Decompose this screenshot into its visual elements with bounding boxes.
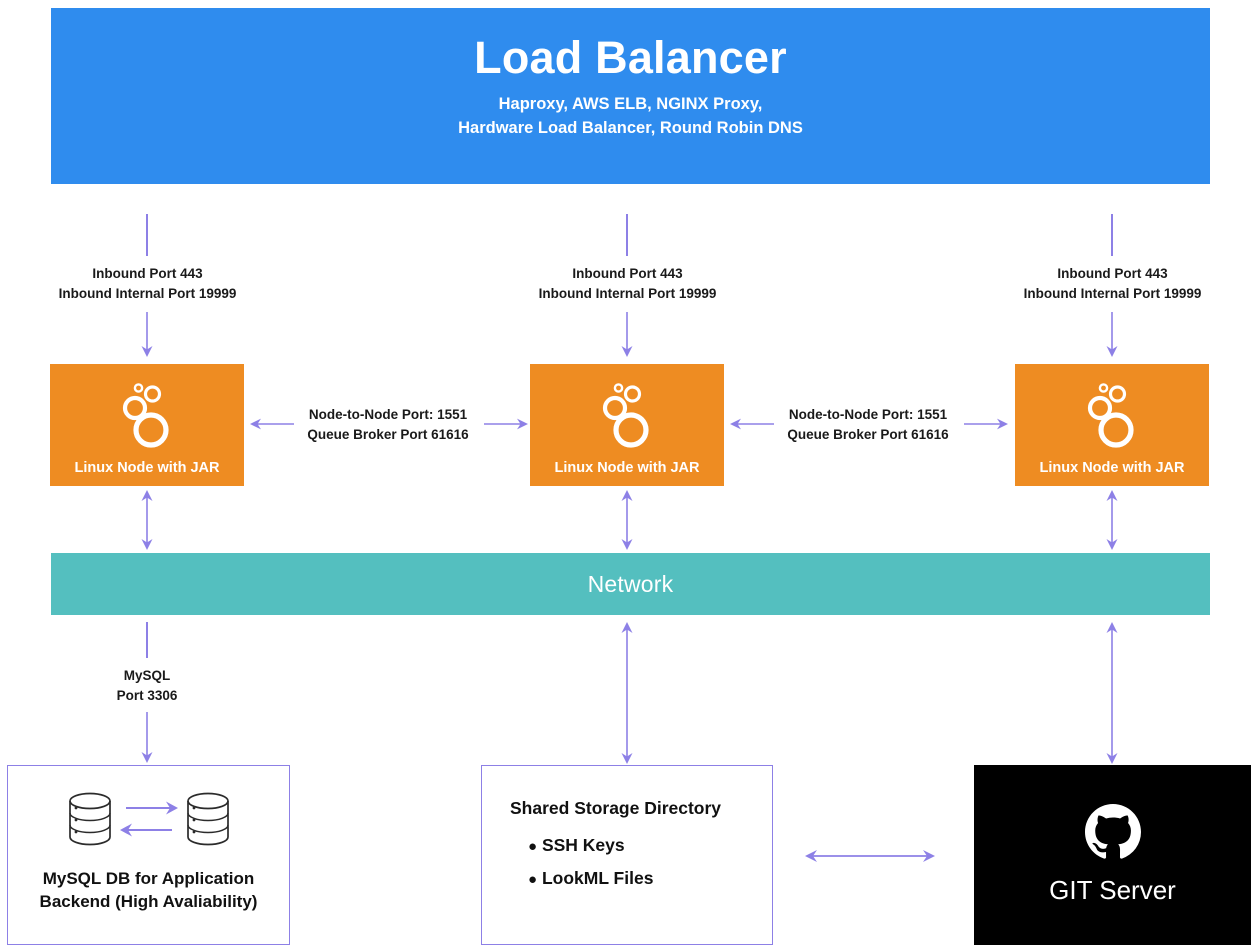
node-to-node-label-1-line-2: Queue Broker Port 61616 <box>307 426 469 442</box>
inbound-link-label-1: Inbound Port 443 Inbound Internal Port 1… <box>0 264 295 303</box>
shared-storage-item-lookml-files: ● LookML Files <box>528 868 772 889</box>
mysql-link-label-line-1: MySQL <box>123 668 171 683</box>
storage-git-arrow <box>805 850 935 862</box>
bullet-icon: ● <box>528 838 538 855</box>
network-git-arrow <box>1106 622 1118 764</box>
mysql-link-label: MySQL Port 3306 <box>47 666 247 705</box>
shared-storage-item-label: SSH Keys <box>541 835 625 855</box>
mysql-database-caption-line-1: MySQL DB for Application <box>42 869 255 888</box>
node-to-node-label-2: Node-to-Node Port: 1551 Queue Broker Por… <box>774 405 962 444</box>
node-network-arrow-1 <box>141 490 153 550</box>
inbound-link-label-2: Inbound Port 443 Inbound Internal Port 1… <box>480 264 775 303</box>
linux-node-label-2: Linux Node with JAR <box>554 459 700 476</box>
shared-storage-item-label: LookML Files <box>541 868 654 888</box>
node-network-arrow-3 <box>1106 490 1118 550</box>
linux-cluster-bubbles-icon <box>120 379 174 456</box>
database-cylinder-icon <box>184 791 232 854</box>
database-cylinder-icon <box>66 791 114 854</box>
inbound-link-label-1-line-2: Inbound Internal Port 19999 <box>58 285 237 301</box>
node-to-node-arrow-left-2 <box>730 418 774 430</box>
node-to-node-label-1: Node-to-Node Port: 1551 Queue Broker Por… <box>294 405 482 444</box>
bullet-icon: ● <box>528 871 538 888</box>
linux-node-label-1: Linux Node with JAR <box>74 459 220 476</box>
shared-storage-title: Shared Storage Directory <box>510 798 722 818</box>
git-server-box[interactable]: GIT Server <box>974 765 1251 945</box>
load-balancer-title: Load Balancer <box>474 32 787 83</box>
node-to-node-label-2-line-2: Queue Broker Port 61616 <box>787 426 949 442</box>
database-replication-graphic <box>66 791 232 854</box>
network-storage-arrow <box>621 622 633 764</box>
linux-node-box-3[interactable]: Linux Node with JAR <box>1015 364 1209 486</box>
load-balancer-subtitle: Haproxy, AWS ELB, NGINX Proxy, Hardware … <box>458 93 803 141</box>
git-server-label: GIT Server <box>1049 875 1176 905</box>
inbound-link-label-2-line-2: Inbound Internal Port 19999 <box>538 285 717 301</box>
inbound-link-label-3: Inbound Port 443 Inbound Internal Port 1… <box>965 264 1251 303</box>
network-bar: Network <box>51 553 1210 615</box>
github-octocat-icon <box>1084 804 1141 865</box>
inbound-link-label-2-line-1: Inbound Port 443 <box>572 266 683 281</box>
load-balancer-box: Load Balancer Haproxy, AWS ELB, NGINX Pr… <box>51 8 1210 184</box>
inbound-arrow-1 <box>141 312 153 357</box>
mysql-database-caption-line-2: Backend (High Avaliability) <box>39 891 258 911</box>
node-to-node-arrow-right-1 <box>484 418 528 430</box>
inbound-connector-line-1-top <box>146 214 148 256</box>
inbound-link-label-3-line-1: Inbound Port 443 <box>1057 266 1168 281</box>
mysql-database-caption: MySQL DB for Application Backend (High A… <box>40 868 258 914</box>
inbound-link-label-1-line-1: Inbound Port 443 <box>92 266 203 281</box>
mysql-arrow-down <box>141 712 153 763</box>
inbound-link-label-3-line-2: Inbound Internal Port 19999 <box>1023 285 1202 301</box>
node-to-node-arrow-left-1 <box>250 418 294 430</box>
shared-storage-item-ssh-keys: ● SSH Keys <box>528 835 772 856</box>
linux-node-box-1[interactable]: Linux Node with JAR <box>50 364 244 486</box>
node-to-node-label-1-line-1: Node-to-Node Port: 1551 <box>308 407 468 422</box>
mysql-database-box[interactable]: MySQL DB for Application Backend (High A… <box>7 765 290 945</box>
load-balancer-subtitle-line-1: Haproxy, AWS ELB, NGINX Proxy, <box>498 95 763 114</box>
network-label: Network <box>587 570 674 597</box>
bidirectional-replication-arrows <box>118 791 180 854</box>
inbound-connector-line-2-top <box>626 214 628 256</box>
load-balancer-subtitle-line-2: Hardware Load Balancer, Round Robin DNS <box>458 119 803 138</box>
node-to-node-arrow-right-2 <box>964 418 1008 430</box>
inbound-arrow-3 <box>1106 312 1118 357</box>
mysql-connector-line-top <box>146 622 148 658</box>
mysql-link-label-line-2: Port 3306 <box>116 687 178 703</box>
node-to-node-label-2-line-1: Node-to-Node Port: 1551 <box>788 407 948 422</box>
inbound-arrow-2 <box>621 312 633 357</box>
linux-node-box-2[interactable]: Linux Node with JAR <box>530 364 724 486</box>
linux-cluster-bubbles-icon <box>1085 379 1139 456</box>
node-network-arrow-2 <box>621 490 633 550</box>
inbound-connector-line-3-top <box>1111 214 1113 256</box>
linux-node-label-3: Linux Node with JAR <box>1039 459 1185 476</box>
linux-cluster-bubbles-icon <box>600 379 654 456</box>
shared-storage-box[interactable]: Shared Storage Directory ● SSH Keys ● Lo… <box>481 765 773 945</box>
